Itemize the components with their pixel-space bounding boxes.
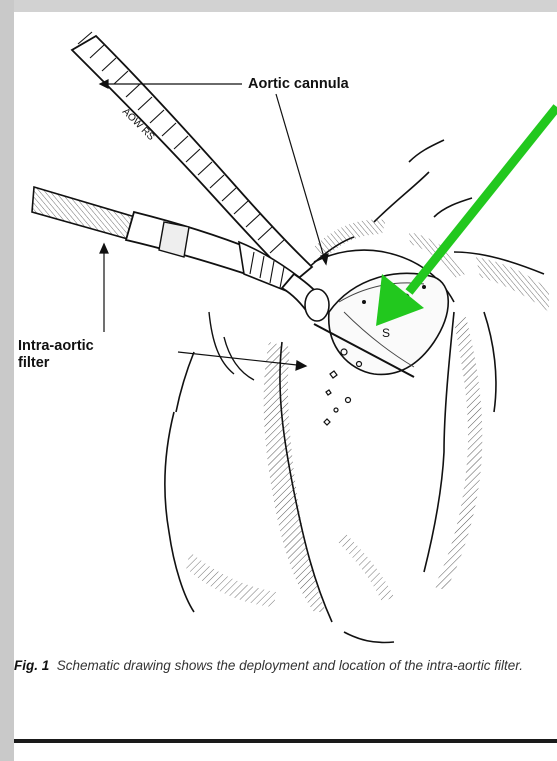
figure-number: Fig. 1 [14,658,49,673]
intra-aortic-filter-label-line2: filter [18,355,98,372]
caption-text: Schematic drawing shows the deployment a… [49,658,523,673]
aortic-cannula-label: Aortic cannula [248,76,349,93]
bottom-rule [14,739,557,743]
intra-aortic-filter-label-line1: Intra-aortic [18,338,98,355]
surgical-illustration: S [14,12,557,652]
tissue-shading [186,219,549,612]
figure-page: S [14,12,557,761]
svg-text:S: S [382,326,390,340]
intra-aortic-filter-label: Intra-aortic filter [18,338,98,372]
frame-top-border [0,0,557,12]
figure-caption: Fig. 1 Schematic drawing shows the deplo… [14,657,557,674]
frame-left-border [0,0,14,761]
heart-outline [165,140,544,643]
